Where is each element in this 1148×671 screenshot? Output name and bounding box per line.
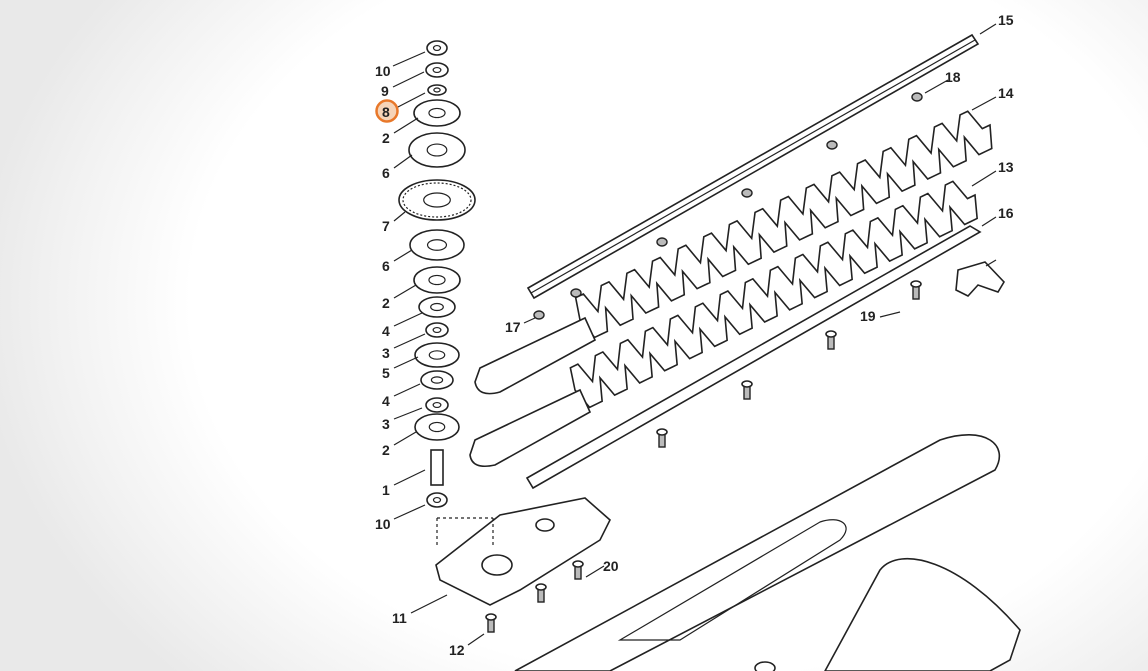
nuts — [533, 92, 923, 320]
stack-part-hole — [426, 143, 448, 157]
gear-housing-part-11[interactable] — [435, 497, 611, 606]
label-part-1[interactable]: 1 — [382, 482, 390, 498]
stack-part — [413, 99, 461, 127]
blade-handle — [474, 316, 597, 395]
stack-part — [426, 40, 448, 56]
screw-head — [485, 613, 497, 621]
stack-part — [409, 229, 465, 261]
stack-part-hole — [428, 421, 446, 433]
stack-part-hole — [432, 326, 442, 334]
label-part-5[interactable]: 5 — [382, 365, 390, 381]
stack-part — [408, 132, 466, 168]
stack-part — [427, 84, 447, 96]
screw-head — [741, 380, 753, 388]
label-part-18[interactable]: 18 — [945, 69, 961, 85]
screw-head — [825, 330, 837, 338]
screw-head — [572, 560, 584, 568]
label-part-2[interactable]: 2 — [382, 295, 390, 311]
label-part-2[interactable]: 2 — [382, 442, 390, 458]
label-part-20[interactable]: 20 — [603, 558, 619, 574]
label-part-14[interactable]: 14 — [998, 85, 1014, 101]
label-part-3[interactable]: 3 — [382, 416, 390, 432]
label-part-7[interactable]: 7 — [382, 218, 390, 234]
screw-head — [910, 280, 922, 288]
stack-part — [420, 370, 454, 390]
leader-lines — [392, 23, 997, 646]
plate-part — [955, 261, 1005, 297]
stack-part — [414, 413, 460, 441]
label-part-3[interactable]: 3 — [382, 345, 390, 361]
gear-teeth — [402, 182, 472, 218]
strip-part-16[interactable] — [525, 225, 982, 490]
stack-part-hole — [432, 401, 442, 409]
highlight-marker-part-8[interactable] — [375, 99, 399, 123]
screw-head — [656, 428, 668, 436]
label-part-8[interactable]: 8 — [382, 104, 390, 120]
label-part-11[interactable]: 11 — [392, 610, 407, 626]
label-part-15[interactable]: 15 — [998, 12, 1014, 28]
label-part-6[interactable]: 6 — [382, 258, 390, 274]
stack-part-hole — [432, 496, 442, 504]
label-part-13[interactable]: 13 — [998, 159, 1014, 175]
stack-part-hole — [430, 376, 444, 384]
stack-part-hole — [426, 239, 448, 251]
screws — [485, 280, 922, 633]
label-part-4[interactable]: 4 — [382, 323, 390, 339]
stack-part — [414, 342, 460, 368]
stack-part-hole — [433, 87, 441, 93]
label-part-2[interactable]: 2 — [382, 130, 390, 146]
label-part-19[interactable]: 19 — [860, 308, 876, 324]
label-part-10[interactable]: 10 — [375, 516, 391, 532]
label-part-12[interactable]: 12 — [449, 642, 465, 658]
stack-part — [413, 266, 461, 294]
stack-part — [425, 62, 449, 78]
label-part-9[interactable]: 9 — [381, 83, 389, 99]
stack-part-hole — [430, 302, 444, 312]
label-part-10[interactable]: 10 — [375, 63, 391, 79]
stack-part-hole — [423, 192, 451, 208]
stack-part — [426, 492, 448, 508]
main-housing — [514, 434, 1021, 671]
stack-part — [425, 397, 449, 413]
stack-part — [418, 296, 456, 318]
stack-part-hole — [432, 44, 442, 52]
screw-head — [535, 583, 547, 591]
stack-part — [398, 179, 476, 221]
stack-part — [425, 322, 449, 338]
label-part-6[interactable]: 6 — [382, 165, 390, 181]
blade-part-13[interactable] — [569, 180, 978, 409]
gear-stack — [398, 40, 476, 508]
stack-part-hole — [428, 274, 446, 286]
stack-part-hole — [428, 107, 446, 119]
stack-part-hole — [428, 350, 446, 360]
part-labels: 10 9 8 2 6 7 6 2 4 3 5 4 3 2 1 10 11 12 … — [375, 12, 1014, 658]
stack-part-hole — [432, 66, 442, 74]
spindle-part-1 — [430, 449, 444, 486]
label-part-16[interactable]: 16 — [998, 205, 1014, 221]
label-part-17[interactable]: 17 — [505, 319, 521, 335]
blade-handle — [469, 388, 592, 468]
label-part-4[interactable]: 4 — [382, 393, 390, 409]
rail-part-15[interactable] — [526, 33, 980, 300]
blade-part-14[interactable] — [574, 110, 993, 339]
